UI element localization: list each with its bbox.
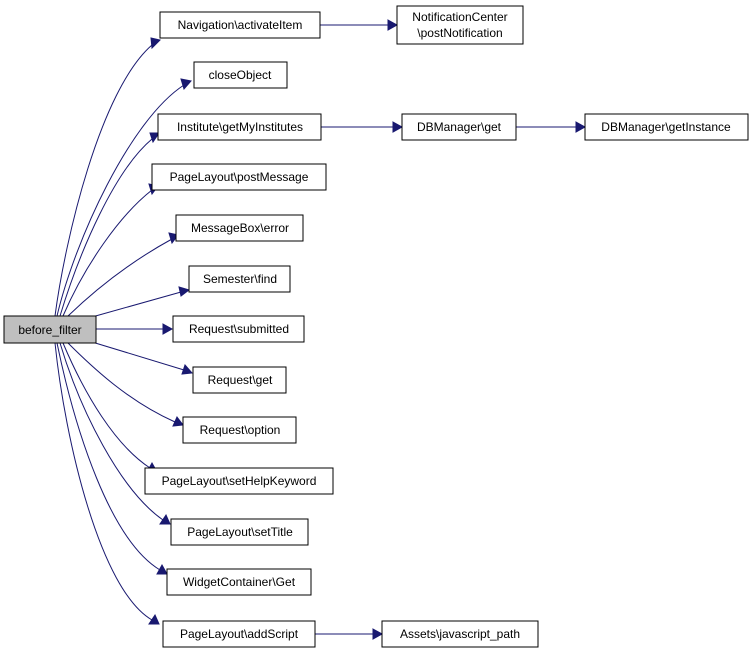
node-pagelayout-settitle[interactable]: PageLayout\setTitle <box>170 518 309 546</box>
node-label: Navigation\activateItem <box>178 18 303 32</box>
edge-navigation-to-notificationcenter <box>320 19 399 31</box>
node-pagelayout-sethelpkeyword[interactable]: PageLayout\setHelpKeyword <box>144 467 334 495</box>
node-dbmanager-get[interactable]: DBManager\get <box>401 113 517 141</box>
node-label: Request\get <box>208 373 273 387</box>
edge-dbmanager-get-to-getinstance <box>516 121 587 133</box>
edge-root-to-pagelayout-sethelpkeyword <box>62 342 158 473</box>
node-label: Assets\javascript_path <box>400 627 520 641</box>
node-label: DBManager\getInstance <box>601 120 731 134</box>
node-label: PageLayout\setHelpKeyword <box>162 474 317 488</box>
node-request-get[interactable]: Request\get <box>192 366 287 394</box>
node-assets-javascript-path[interactable]: Assets\javascript_path <box>381 620 539 648</box>
node-label: Request\option <box>200 423 281 437</box>
node-navigation-activateitem[interactable]: Navigation\activateItem <box>159 11 321 39</box>
edge-root-to-navigation-activateitem <box>54 37 161 317</box>
node-dbmanager-getinstance[interactable]: DBManager\getInstance <box>584 113 749 141</box>
node-closeobject[interactable]: closeObject <box>193 61 288 89</box>
edge-root-to-request-submitted <box>96 323 174 335</box>
node-label-line-1: NotificationCenter <box>412 10 507 24</box>
edge-root-to-widgetcontainer-get <box>56 342 168 575</box>
node-label: DBManager\get <box>417 120 502 134</box>
node-label: Semester\find <box>203 272 277 286</box>
node-label: WidgetContainer\Get <box>183 575 296 589</box>
edge-root-to-closeobject <box>56 78 192 317</box>
node-label: PageLayout\postMessage <box>170 170 309 184</box>
edge-root-to-institute-getmyinstitutes <box>59 132 160 317</box>
edge-institute-to-dbmanager-get <box>321 121 404 133</box>
edge-root-to-pagelayout-settitle <box>59 342 171 525</box>
node-pagelayout-postmessage[interactable]: PageLayout\postMessage <box>151 163 327 191</box>
node-request-submitted[interactable]: Request\submitted <box>172 315 305 343</box>
node-before-filter[interactable]: before_filter <box>3 315 97 344</box>
edge-root-to-request-get <box>91 341 194 375</box>
node-label: PageLayout\addScript <box>180 627 299 641</box>
node-semester-find[interactable]: Semester\find <box>188 265 291 293</box>
edge-root-to-semester-find <box>91 286 191 318</box>
node-institute-getmyinstitutes[interactable]: Institute\getMyInstitutes <box>157 113 322 141</box>
node-label: MessageBox\error <box>191 221 289 235</box>
node-notificationcenter-postnotification[interactable]: NotificationCenter \postNotification <box>396 5 524 45</box>
edge-root-to-pagelayout-addscript <box>54 342 160 625</box>
node-messagebox-error[interactable]: MessageBox\error <box>175 214 304 242</box>
node-label: Request\submitted <box>189 322 289 336</box>
edge-addscript-to-javascript-path <box>315 628 384 640</box>
node-label-line-2: \postNotification <box>417 26 502 40</box>
node-request-option[interactable]: Request\option <box>182 416 297 444</box>
node-label: before_filter <box>18 323 81 337</box>
node-label: PageLayout\setTitle <box>187 525 293 539</box>
node-widgetcontainer-get[interactable]: WidgetContainer\Get <box>166 568 312 596</box>
edge-root-to-messagebox-error <box>67 232 179 317</box>
node-label: Institute\getMyInstitutes <box>177 120 303 134</box>
node-pagelayout-addscript[interactable]: PageLayout\addScript <box>162 620 316 648</box>
edge-root-to-request-option <box>67 342 184 427</box>
node-label: closeObject <box>209 68 272 82</box>
